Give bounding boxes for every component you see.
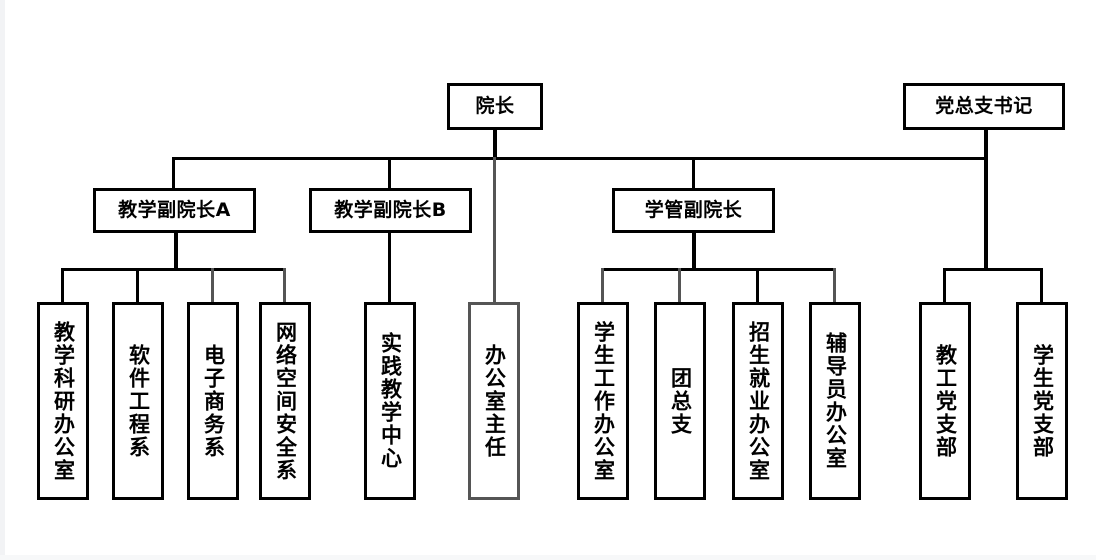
node-ecommerce-dept-label: 电子商务系 (201, 343, 226, 459)
node-student-work-office[interactable]: 学生工作办公室 (577, 302, 629, 500)
edge-drop-ptc (388, 232, 391, 302)
node-software-engineering-dept[interactable]: 软件工程系 (112, 302, 164, 500)
node-vice-dean-student-affairs-label: 学管副院长 (644, 198, 743, 221)
bottom-gutter-strip (0, 555, 1096, 560)
node-youth-league-branch[interactable]: 团总支 (654, 302, 706, 500)
edge-drop-ec (211, 268, 214, 302)
node-cyberspace-security-dept-label: 网络空间安全系 (273, 320, 298, 482)
node-party-secretary[interactable]: 党总支书记 (903, 83, 1065, 130)
edge-party-stem (984, 130, 988, 270)
node-teaching-research-office-label: 教学科研办公室 (51, 320, 76, 482)
node-vice-dean-student-affairs[interactable]: 学管副院长 (612, 188, 775, 233)
node-youth-league-branch-label: 团总支 (668, 366, 693, 436)
edge-dean-stem (493, 130, 497, 160)
node-ecommerce-dept[interactable]: 电子商务系 (187, 302, 239, 500)
edge-vice-stu-stem (692, 232, 696, 270)
edge-drop-office-director (493, 157, 496, 302)
edge-drop-fac-party (943, 268, 946, 302)
node-software-engineering-dept-label: 软件工程系 (126, 343, 151, 459)
node-vice-dean-a[interactable]: 教学副院长A (93, 188, 256, 233)
edge-drop-stu-party (1040, 268, 1043, 302)
edge-vice-a-bus (61, 268, 285, 271)
edge-drop-tro (61, 268, 64, 302)
node-faculty-party-branch-label: 教工党支部 (933, 343, 958, 459)
edge-main-bus (172, 157, 987, 160)
node-admissions-employment-office-label: 招生就业办公室 (746, 320, 771, 482)
node-student-work-office-label: 学生工作办公室 (591, 320, 616, 482)
node-party-secretary-label: 党总支书记 (935, 94, 1033, 117)
node-vice-dean-b[interactable]: 教学副院长B (309, 188, 472, 233)
edge-drop-se (136, 268, 139, 302)
node-admissions-employment-office[interactable]: 招生就业办公室 (732, 302, 784, 500)
node-office-director-label: 办公室主任 (482, 343, 507, 459)
node-practice-teaching-center-label: 实践教学中心 (378, 332, 403, 470)
edge-vice-stu-bus (601, 268, 836, 271)
node-dean-label: 院长 (475, 94, 515, 117)
node-faculty-party-branch[interactable]: 教工党支部 (919, 302, 971, 500)
node-cyberspace-security-dept[interactable]: 网络空间安全系 (259, 302, 311, 500)
edge-drop-cs (283, 268, 286, 302)
node-practice-teaching-center[interactable]: 实践教学中心 (364, 302, 416, 500)
edge-drop-admissions (756, 268, 759, 302)
node-office-director[interactable]: 办公室主任 (468, 302, 520, 500)
node-dean[interactable]: 院长 (447, 83, 543, 130)
edge-drop-swo (601, 268, 604, 302)
edge-drop-vice-b (388, 157, 391, 188)
node-vice-dean-a-label: 教学副院长A (118, 198, 231, 221)
edge-drop-counselor (833, 268, 836, 302)
edge-drop-vice-stu (692, 157, 695, 188)
edge-party-bus (943, 268, 1043, 271)
edge-drop-vice-a (172, 157, 175, 188)
node-counselor-office[interactable]: 辅导员办公室 (809, 302, 861, 500)
node-counselor-office-label: 辅导员办公室 (823, 332, 848, 470)
left-gutter-strip (0, 0, 5, 560)
edge-drop-league (678, 268, 681, 302)
node-student-party-branch-label: 学生党支部 (1030, 343, 1055, 459)
node-vice-dean-b-label: 教学副院长B (334, 198, 447, 221)
edge-vice-a-stem (174, 232, 178, 270)
node-student-party-branch[interactable]: 学生党支部 (1016, 302, 1068, 500)
node-teaching-research-office[interactable]: 教学科研办公室 (37, 302, 89, 500)
